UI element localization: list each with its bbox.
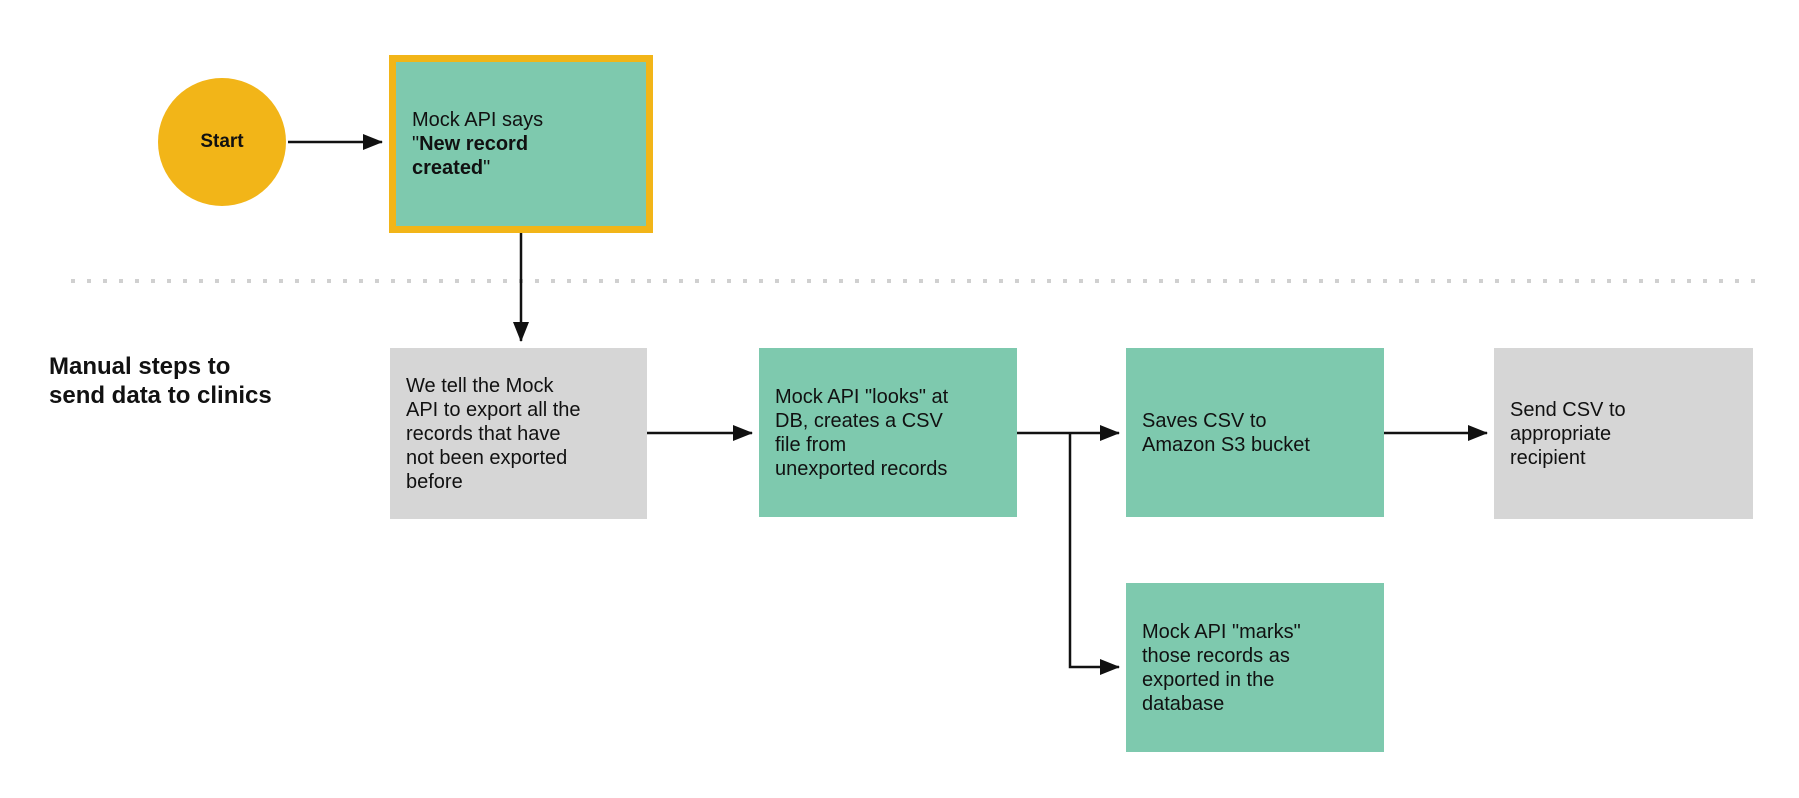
start-node[interactable]: Start xyxy=(158,78,286,206)
step-save-s3-box[interactable]: Saves CSV to Amazon S3 bucket xyxy=(1126,348,1384,517)
section-title: Manual steps to send data to clinics xyxy=(49,353,272,409)
trigger-box[interactable]: Mock API says "New record created" xyxy=(389,55,653,233)
step-create-csv-box[interactable]: Mock API "looks" at DB, creates a CSV fi… xyxy=(759,348,1017,517)
step-send-csv-box[interactable]: Send CSV to appropriate recipient xyxy=(1494,348,1753,519)
arrow-branch-to-mark xyxy=(1068,433,1120,675)
trigger-label: Mock API says "New record created" xyxy=(412,109,544,179)
section-divider xyxy=(71,279,1755,283)
step-export-request-box[interactable]: We tell the Mock API to export all the r… xyxy=(390,348,647,519)
step-export-request-label: We tell the Mock API to export all the r… xyxy=(406,374,581,493)
step-mark-exported-box[interactable]: Mock API "marks" those records as export… xyxy=(1126,583,1384,752)
start-label: Start xyxy=(200,131,244,152)
step-send-csv-label: Send CSV to appropriate recipient xyxy=(1510,398,1626,469)
step-mark-exported-label: Mock API "marks" those records as export… xyxy=(1142,620,1301,715)
step-create-csv-label: Mock API "looks" at DB, creates a CSV fi… xyxy=(775,385,949,480)
step-save-s3-label: Saves CSV to Amazon S3 bucket xyxy=(1142,409,1310,456)
